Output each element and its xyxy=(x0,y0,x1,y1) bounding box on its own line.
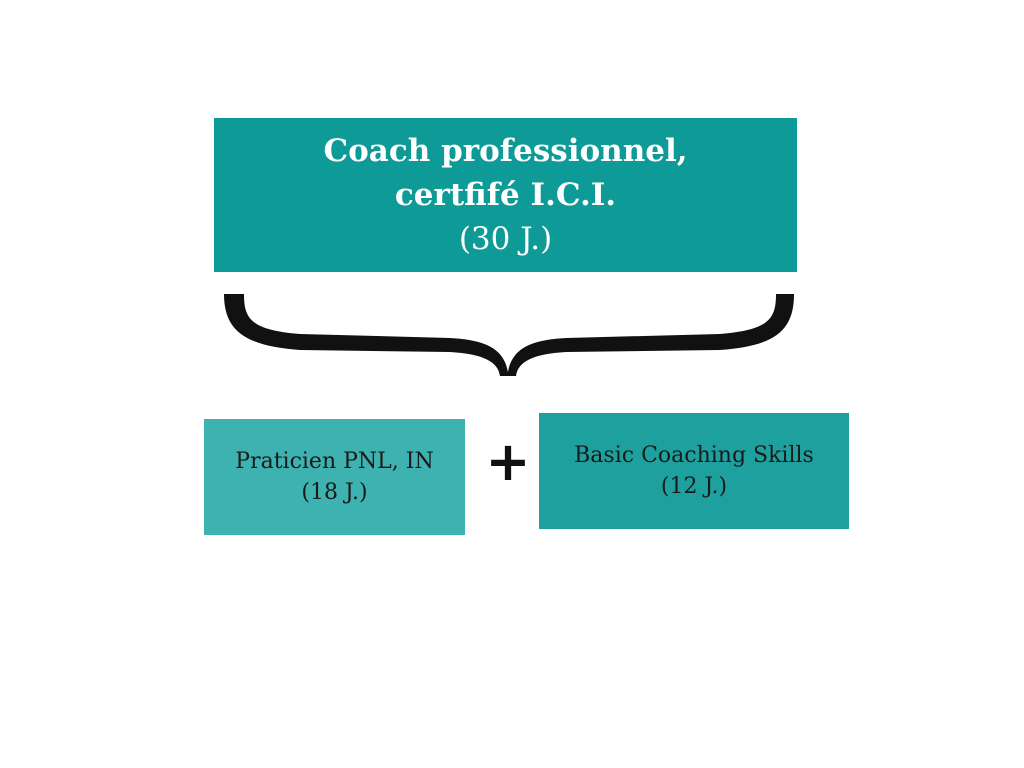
plus-icon: + xyxy=(485,430,531,493)
component-duration-pnl: (18 J.) xyxy=(301,480,368,505)
component-box-pnl: Praticien PNL, IN (18 J.) xyxy=(204,419,465,535)
result-box: Coach professionnel, certfifé I.C.I. (30… xyxy=(214,118,797,272)
component-duration-coaching: (12 J.) xyxy=(660,474,728,499)
result-title-line-1: Coach professionnel, xyxy=(323,133,688,169)
result-title-line-2: certfifé I.C.I. xyxy=(394,177,617,213)
component-label-coaching: Basic Coaching Skills xyxy=(574,443,814,468)
component-label-pnl: Praticien PNL, IN xyxy=(235,449,434,474)
component-box-coaching: Basic Coaching Skills (12 J.) xyxy=(539,413,849,529)
brace-shape xyxy=(224,294,794,376)
curly-brace-icon xyxy=(224,294,794,376)
result-duration: (30 J.) xyxy=(458,221,553,257)
